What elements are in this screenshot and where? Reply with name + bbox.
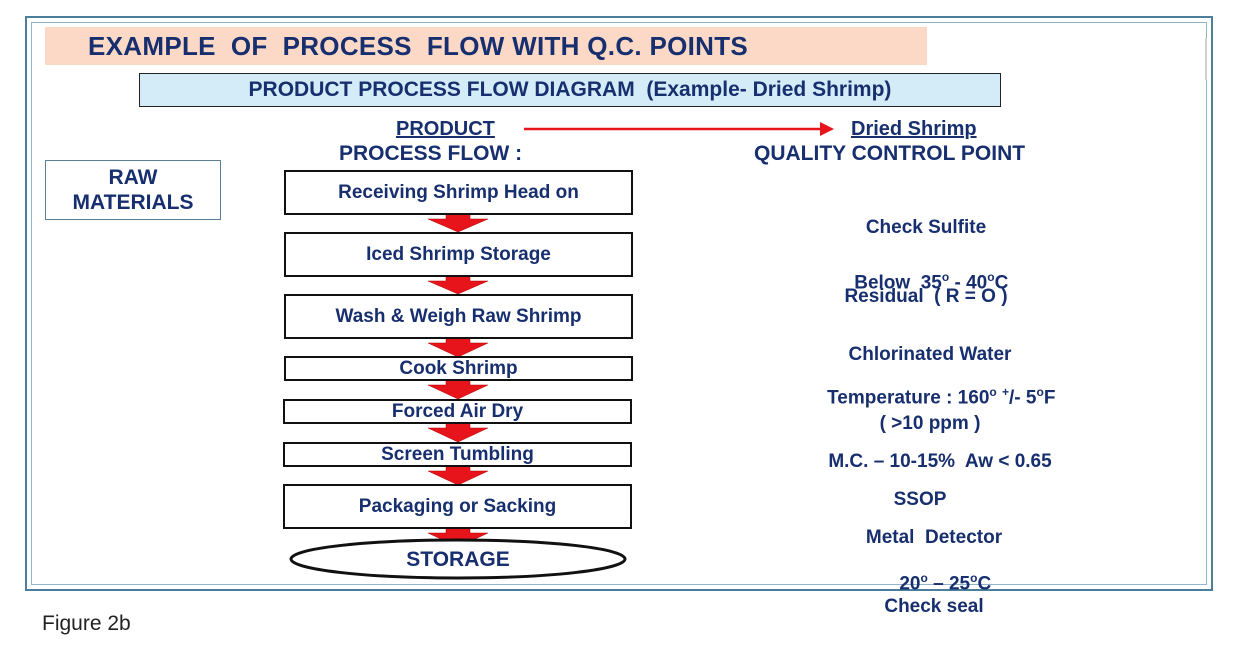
step-iced-storage: Iced Shrimp Storage (284, 232, 633, 277)
raw-materials-line-2: MATERIALS (72, 191, 194, 214)
figure-caption: Figure 2b (42, 612, 131, 635)
step-tumbling: Screen Tumbling (283, 442, 632, 467)
qc-header: QUALITY CONTROL POINT (754, 142, 1026, 165)
qc-point-1: Check Sulfite Residual ( R = O ) (844, 217, 1008, 307)
qc-point-7: Metal Detector Check seal (865, 527, 1003, 617)
qc-point-4: Temperature : 160o +/- 5oF (827, 385, 1056, 409)
step-receiving: Receiving Shrimp Head on (284, 170, 633, 215)
process-flow-header: PROCESS FLOW : (339, 142, 523, 165)
qc-point-2: Below 35o - 40oC (854, 270, 1009, 294)
qc-point-6: SSOP (893, 489, 947, 510)
qc-point-5: M.C. – 10-15% Aw < 0.65 (828, 451, 1052, 472)
product-label: PRODUCT (396, 118, 495, 140)
step-wash-weigh: Wash & Weigh Raw Shrimp (284, 294, 633, 339)
step-cook: Cook Shrimp (284, 356, 633, 381)
step-packaging: Packaging or Sacking (283, 484, 632, 529)
qc-point-3: Chlorinated Water ( >10 ppm ) (848, 344, 1012, 434)
scroll-indicator (1205, 38, 1207, 80)
qc-point-8: 20o – 25oC (899, 571, 992, 595)
raw-materials-box: RAW MATERIALS (45, 160, 221, 220)
product-value: Dried Shrimp (851, 118, 977, 140)
diagram-subtitle: PRODUCT PROCESS FLOW DIAGRAM (Example- D… (139, 73, 1001, 107)
raw-materials-line-1: RAW (108, 166, 158, 189)
step-storage: STORAGE (406, 548, 510, 571)
diagram-title: EXAMPLE OF PROCESS FLOW WITH Q.C. POINTS (45, 27, 927, 65)
step-air-dry: Forced Air Dry (283, 399, 632, 424)
